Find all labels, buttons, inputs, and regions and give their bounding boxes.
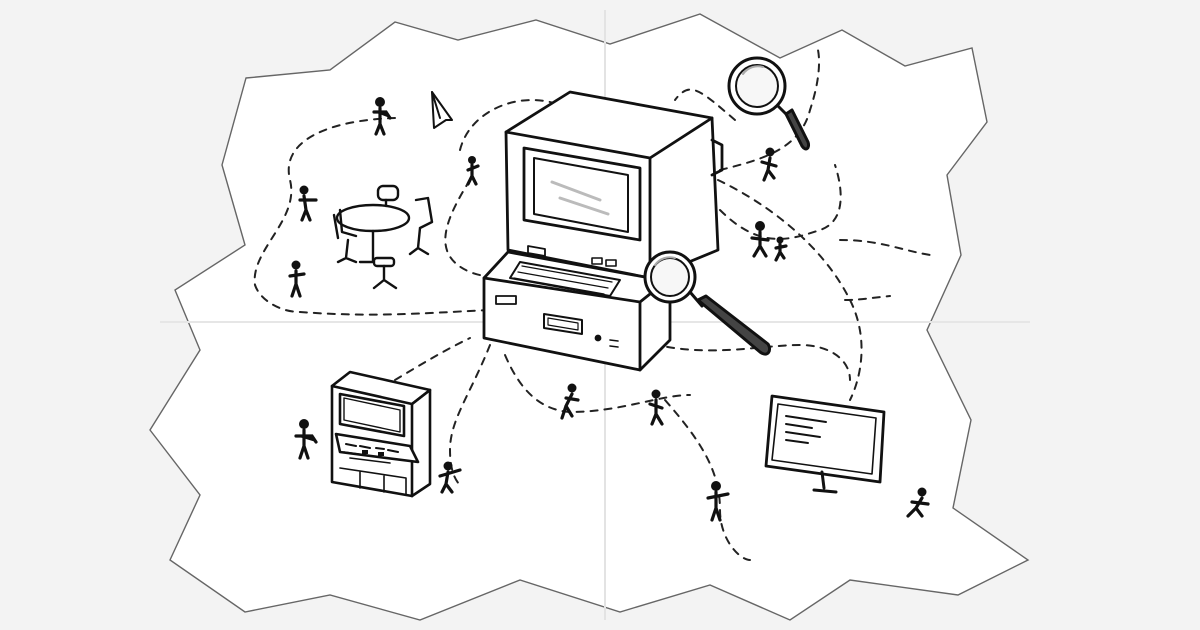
person-icon: [760, 147, 778, 182]
people-figures: [288, 97, 930, 522]
person-icon: [560, 383, 580, 420]
meeting-table-icon: [332, 184, 434, 290]
magnifying-glass-icon: [727, 56, 810, 151]
person-icon: [298, 185, 318, 222]
person-icon: [906, 487, 930, 518]
person-icon: [648, 389, 664, 426]
person-icon: [774, 236, 788, 262]
person-icon: [372, 97, 392, 136]
arcade-cabinet-icon: [330, 370, 432, 498]
person-icon: [466, 156, 480, 186]
magnifying-glass-icon: [643, 250, 772, 356]
person-icon: [706, 481, 730, 522]
paper-airplane-icon: [431, 91, 453, 129]
person-icon: [294, 419, 318, 460]
monitor-icon: [764, 394, 886, 494]
retro-computer-icon: [482, 90, 724, 372]
person-icon: [288, 260, 306, 298]
person-icon: [750, 221, 770, 258]
person-icon: [438, 461, 462, 494]
